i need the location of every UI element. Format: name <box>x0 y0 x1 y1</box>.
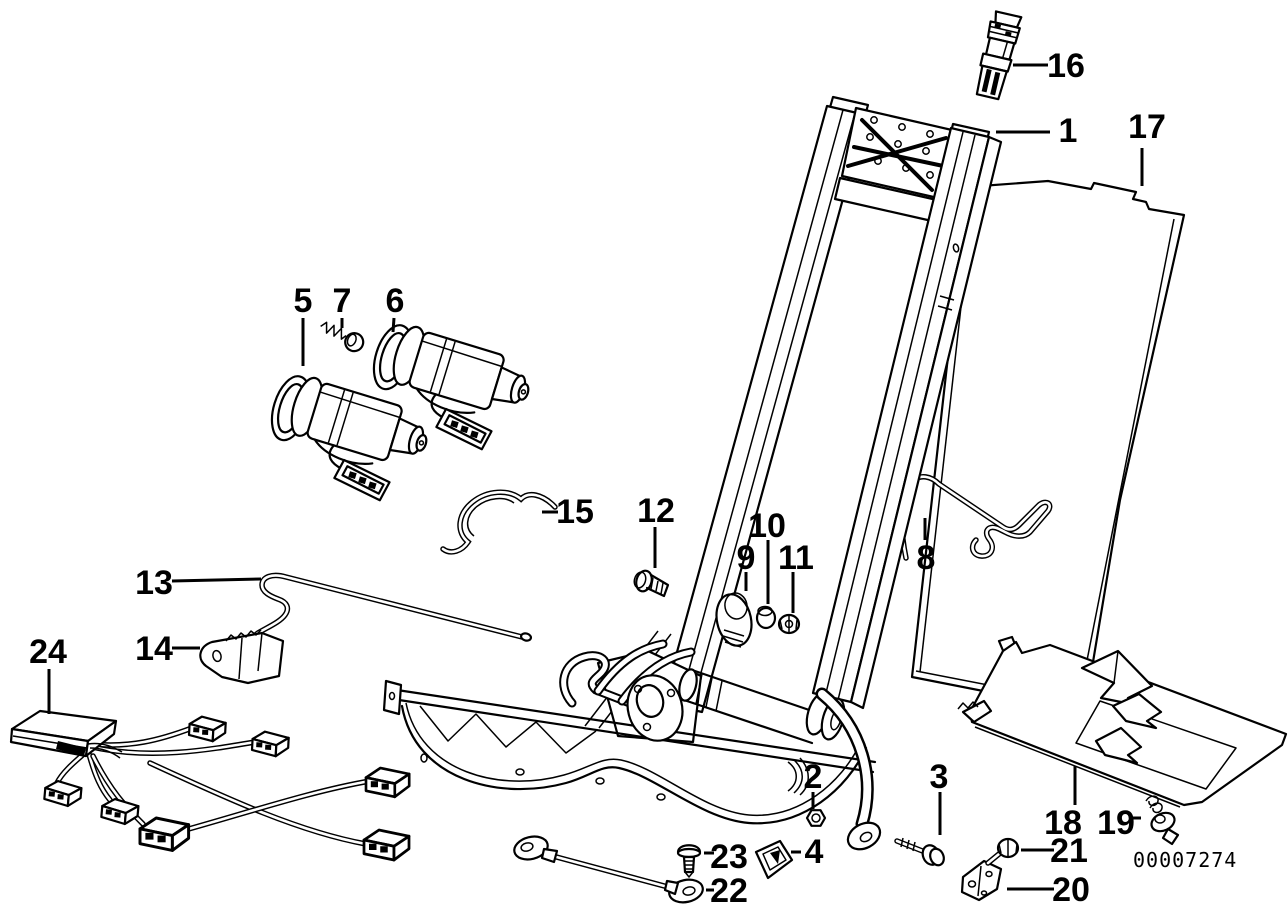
part-label-20: 20 <box>1052 871 1090 909</box>
part-label-14: 14 <box>135 630 173 668</box>
floor-panel-drawing <box>957 635 1288 808</box>
part-label-6: 6 <box>386 282 405 320</box>
part-label-19: 19 <box>1097 804 1135 842</box>
shoulder-screw-drawing <box>633 569 670 598</box>
hex-nut-drawing <box>805 809 827 827</box>
rod-bracket-drawing <box>199 629 285 685</box>
headrest-guide-drawing <box>975 10 1023 101</box>
motor-screw-drawing <box>320 321 365 353</box>
seat-motor-left-drawing <box>255 367 436 510</box>
pivot-cap-drawing <box>715 592 753 648</box>
part-label-16: 16 <box>1047 47 1085 85</box>
part-label-2: 2 <box>804 758 823 796</box>
tension-cable-drawing <box>513 835 704 904</box>
part-label-7: 7 <box>333 282 352 320</box>
part-label-10: 10 <box>748 507 786 545</box>
part-label-18: 18 <box>1044 804 1082 842</box>
part-label-21: 21 <box>1050 832 1088 870</box>
doc-number: 00007274 <box>1133 848 1237 872</box>
bushing-cap-drawing <box>755 605 777 630</box>
part-label-23: 23 <box>710 838 748 876</box>
part-label-3: 3 <box>930 758 949 796</box>
torsion-spring-drawing <box>440 489 558 555</box>
lock-screw-washer-drawing <box>1145 795 1180 846</box>
seat-base-frame-drawing <box>382 630 882 851</box>
backrest-frame-drawing <box>661 95 1003 714</box>
part-label-8: 8 <box>917 539 936 577</box>
part-label-5: 5 <box>294 282 313 320</box>
part-label-13: 13 <box>135 564 173 602</box>
part-label-1: 1 <box>1059 112 1078 150</box>
belt-guide-clip-drawing <box>754 839 794 880</box>
actuating-rod-drawing <box>250 572 533 642</box>
flange-nut-drawing <box>777 613 801 635</box>
part-label-12: 12 <box>637 492 675 530</box>
part-label-4: 4 <box>805 833 824 871</box>
part-label-9: 9 <box>737 539 756 577</box>
part-label-15: 15 <box>556 493 594 531</box>
pan-screw-drawing <box>676 844 702 878</box>
anchor-screw-drawing <box>985 837 1020 866</box>
wiring-harness-drawing <box>9 709 411 862</box>
part-label-17: 17 <box>1128 108 1166 146</box>
pivot-bolt-drawing <box>894 837 945 867</box>
leader-line-6 <box>391 317 396 333</box>
part-label-11: 11 <box>778 539 814 577</box>
leader-line-13 <box>171 577 262 583</box>
anchor-plate-drawing <box>960 859 1003 902</box>
part-label-22: 22 <box>710 872 748 910</box>
part-label-24: 24 <box>29 633 67 671</box>
